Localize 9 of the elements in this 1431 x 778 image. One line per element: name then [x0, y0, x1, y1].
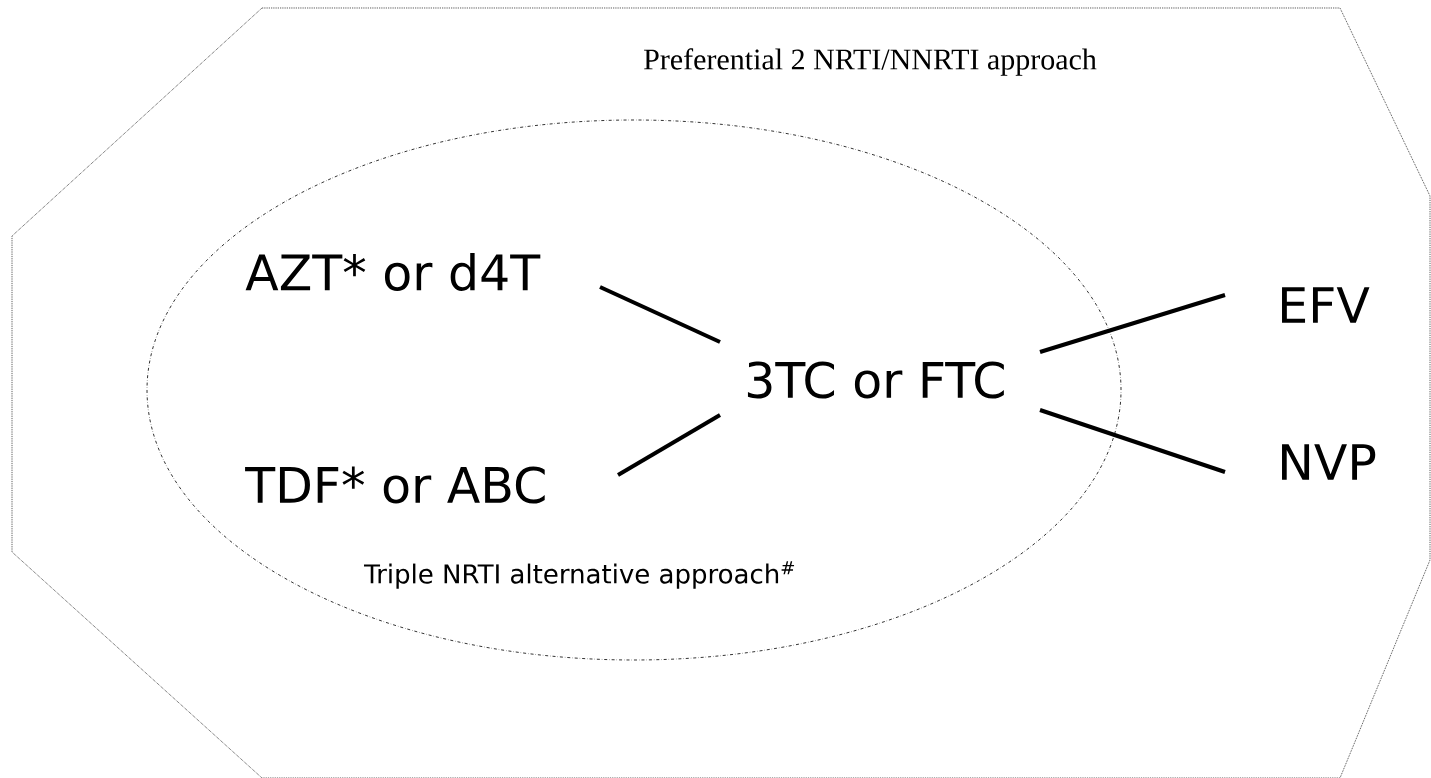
drug-label: EFV — [1282, 287, 1370, 323]
connector-line — [1039, 293, 1226, 354]
connector-line — [599, 285, 721, 344]
drug-label: NVP — [1282, 444, 1376, 480]
connector-line — [617, 413, 722, 477]
drug-label: TDF* or ABC — [245, 466, 545, 504]
drug-label: AZT* or d4T — [245, 253, 541, 291]
drug-label: 3TC or FTC — [747, 361, 1004, 399]
connector-line — [1039, 408, 1226, 474]
